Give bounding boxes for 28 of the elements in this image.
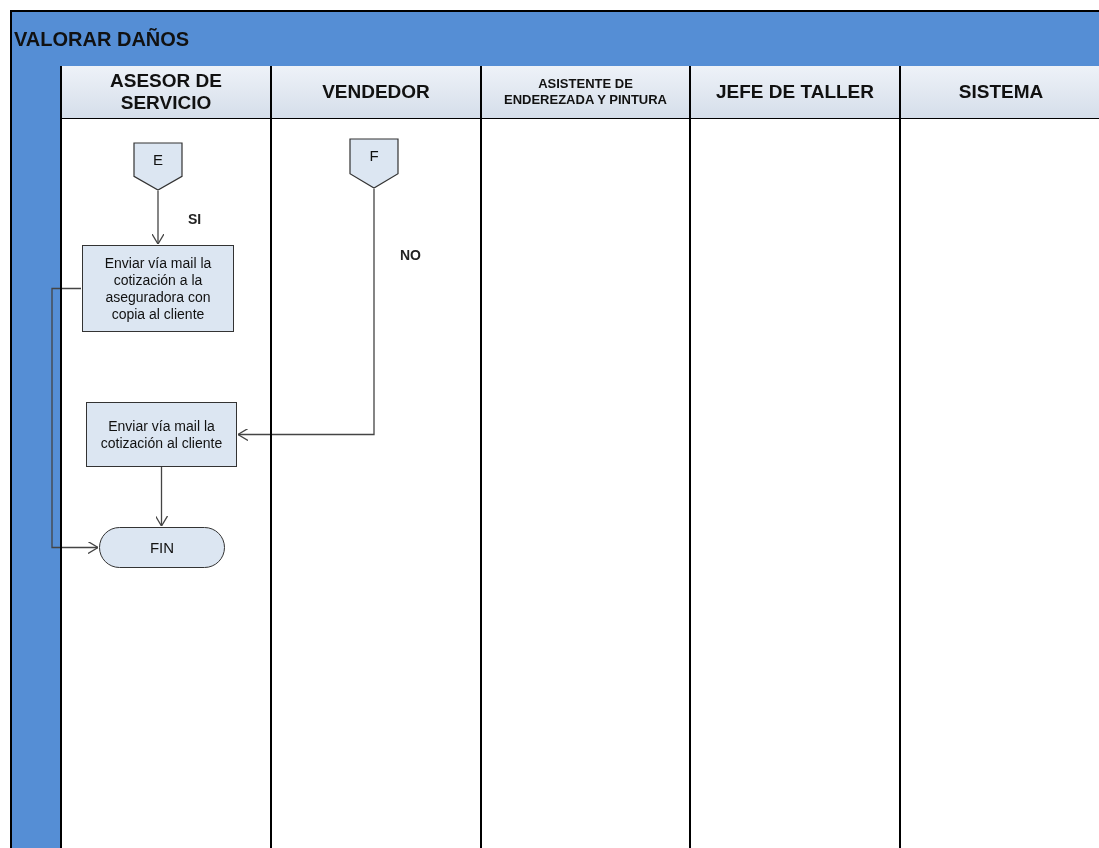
swimlane-pool [10,10,1099,848]
lane-header: VENDEDOR [322,81,430,103]
terminator [99,527,225,568]
process-box [86,402,237,467]
off-page-connector [133,142,183,191]
lane-header: SISTEMA [958,81,1044,103]
swimlane-lane [480,66,689,848]
pool-title: VALORAR DAÑOS [14,27,190,51]
arrow [154,466,169,527]
swimlane-lane [60,66,270,848]
edge-label: SI [186,211,204,227]
terminator-text: FIN [149,539,175,556]
process-text: Enviar vía mail la cotización a la aseguradora con copia al cliente [103,254,213,323]
arrow [151,190,165,245]
connector-label: F [369,147,379,165]
off-page-connector [349,138,399,189]
lane-header: JEFE DE TALLER [716,81,874,103]
edge-label: NO [398,247,423,263]
swimlane-lane [899,66,1099,848]
connector-label: E [153,150,163,168]
process-box [82,245,234,332]
swimlane-lane [689,66,899,848]
lane-header: ASESOR DE SERVICIO [109,70,223,114]
arrow [237,188,375,442]
lane-header: ASISTENTE DE ENDEREZADA Y PINTURA [504,76,667,108]
process-text: Enviar vía mail la cotización al cliente [99,417,224,452]
swimlane-lane [270,66,480,848]
arrow [51,287,99,555]
